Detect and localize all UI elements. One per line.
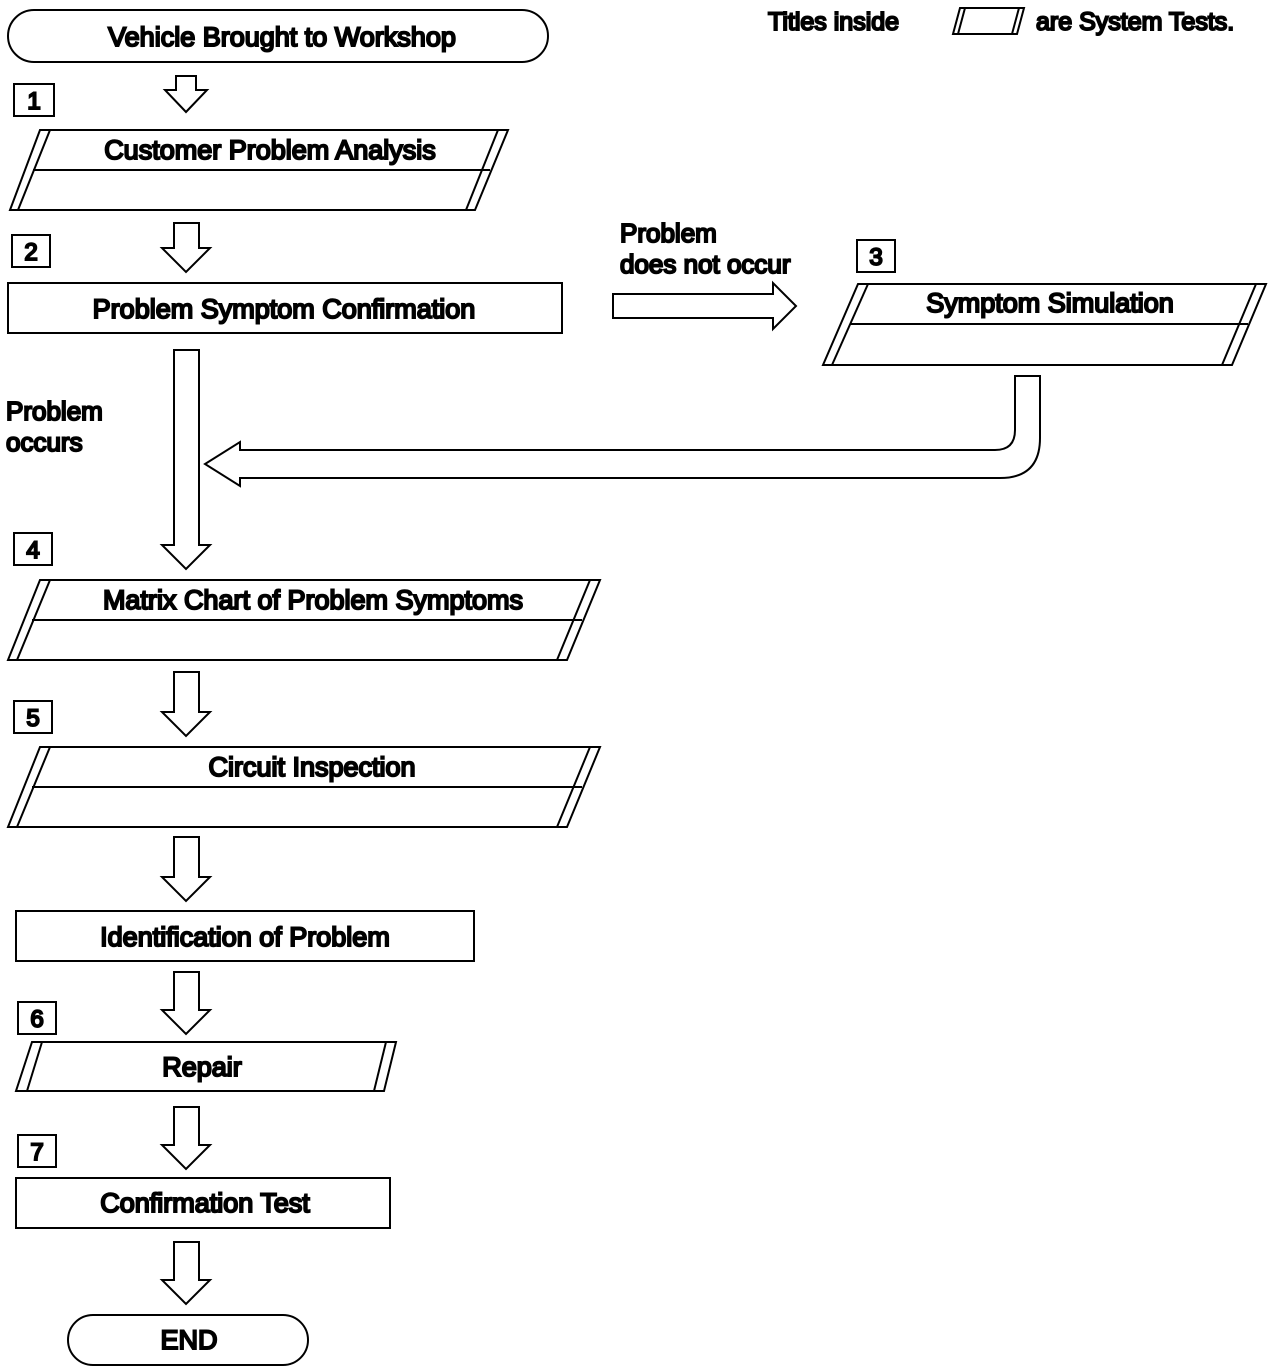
symptom-simulation-box (821, 283, 1268, 366)
step-number-1: 1 (27, 88, 40, 115)
customer-problem-analysis-label: Customer Problem Analysis (104, 135, 436, 165)
step-number-box-6 (17, 1001, 57, 1035)
matrix-chart-label: Matrix Chart of Problem Symptoms (103, 585, 523, 615)
step-number-4: 4 (26, 537, 39, 564)
circuit-inspection-box (6, 746, 602, 828)
branch-does-not-occur-line1: Problem (620, 218, 717, 248)
customer-problem-analysis-box (8, 129, 510, 211)
confirmation-test-box (15, 1177, 391, 1229)
circuit-inspection-label: Circuit Inspection (208, 752, 415, 782)
step-number-box-2 (11, 234, 51, 268)
matrix-chart-box (6, 579, 602, 661)
step-number-box-1 (13, 83, 55, 117)
step-number-7: 7 (30, 1139, 43, 1166)
flow-arrow-3-return (203, 375, 1041, 488)
flow-arrow-identification-to-6 (159, 971, 213, 1036)
flow-arrow-start-to-1 (162, 75, 210, 114)
step-number-box-4 (13, 532, 53, 566)
problem-symptom-confirmation-box (7, 282, 563, 334)
start-terminator (7, 9, 549, 63)
flow-arrow-4-to-5 (159, 671, 213, 738)
problem-symptom-confirmation-label: Problem Symptom Confirmation (93, 294, 476, 324)
confirmation-test-label: Confirmation Test (100, 1188, 310, 1218)
step-number-box-7 (17, 1134, 57, 1168)
step-number-box-3 (856, 239, 896, 273)
repair-label: Repair (162, 1052, 242, 1082)
step-number-box-5 (13, 700, 53, 734)
branch-does-not-occur-line2: does not occur (620, 249, 791, 279)
flow-arrow-6-to-7 (159, 1106, 213, 1171)
flow-arrow-7-to-end (159, 1241, 213, 1306)
legend-suffix: are System Tests. (1036, 8, 1234, 36)
branch-occurs-line2: occurs (6, 427, 83, 457)
flow-arrow-2-to-4 (159, 349, 213, 571)
step-number-3: 3 (869, 244, 882, 271)
end-terminator (67, 1314, 309, 1366)
identification-label: Identification of Problem (100, 922, 390, 952)
end-label: END (160, 1325, 217, 1355)
step-number-6: 6 (30, 1006, 43, 1033)
flow-arrow-2-to-3 (612, 280, 798, 332)
repair-box (14, 1041, 398, 1092)
legend-prefix: Titles inside (768, 8, 899, 36)
symptom-simulation-label: Symptom Simulation (926, 288, 1174, 318)
flow-arrow-1-to-2 (159, 222, 213, 274)
legend-system-test-symbol (951, 7, 1026, 35)
identification-box (15, 910, 475, 962)
step-number-5: 5 (26, 705, 39, 732)
branch-occurs-line1: Problem (6, 396, 103, 426)
start-label: Vehicle Brought to Workshop (108, 22, 456, 52)
step-number-2: 2 (24, 239, 37, 266)
flow-arrow-5-to-identification (159, 836, 213, 903)
